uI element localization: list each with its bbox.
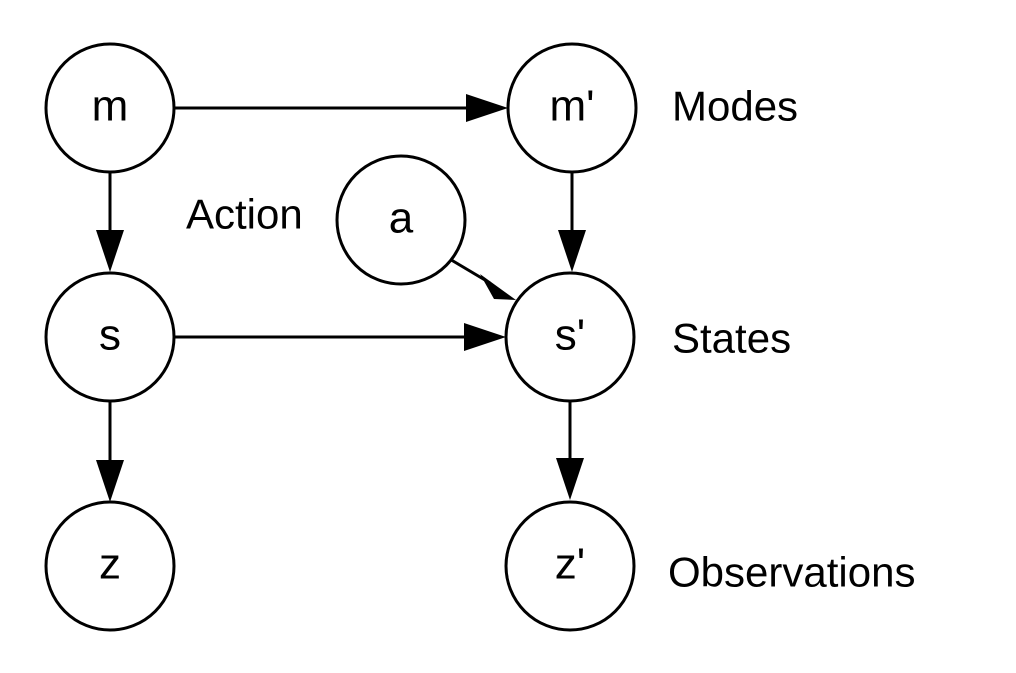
node-a: a — [335, 154, 467, 286]
edges — [96, 94, 586, 502]
arrowhead-m-prime-to-s-prime — [558, 230, 586, 272]
label-modes: Modes — [672, 83, 798, 130]
node-label-s-prime: s' — [555, 311, 585, 360]
node-label-m: m — [92, 82, 129, 131]
node-m-prime: m' — [506, 42, 638, 174]
arrowhead-s-prime-to-z-prime — [556, 458, 584, 500]
arrowhead-a-to-s-prime — [480, 274, 516, 300]
node-m: m — [44, 42, 176, 174]
node-label-z: z — [99, 540, 121, 589]
label-observations: Observations — [668, 549, 915, 596]
node-z-prime: z' — [504, 500, 636, 632]
node-label-m-prime: m' — [549, 82, 594, 131]
node-label-s: s — [99, 311, 121, 360]
node-z: z — [44, 500, 176, 632]
label-action: Action — [186, 191, 303, 238]
node-label-z-prime: z' — [555, 540, 585, 589]
arrowhead-m-to-m-prime — [466, 94, 508, 122]
arrowhead-s-to-s-prime — [464, 323, 506, 351]
node-label-a: a — [389, 194, 414, 243]
node-s-prime: s' — [504, 271, 636, 403]
label-states: States — [672, 315, 791, 362]
node-s: s — [44, 271, 176, 403]
arrowhead-m-to-s — [96, 230, 124, 272]
arrowhead-s-to-z — [96, 460, 124, 502]
